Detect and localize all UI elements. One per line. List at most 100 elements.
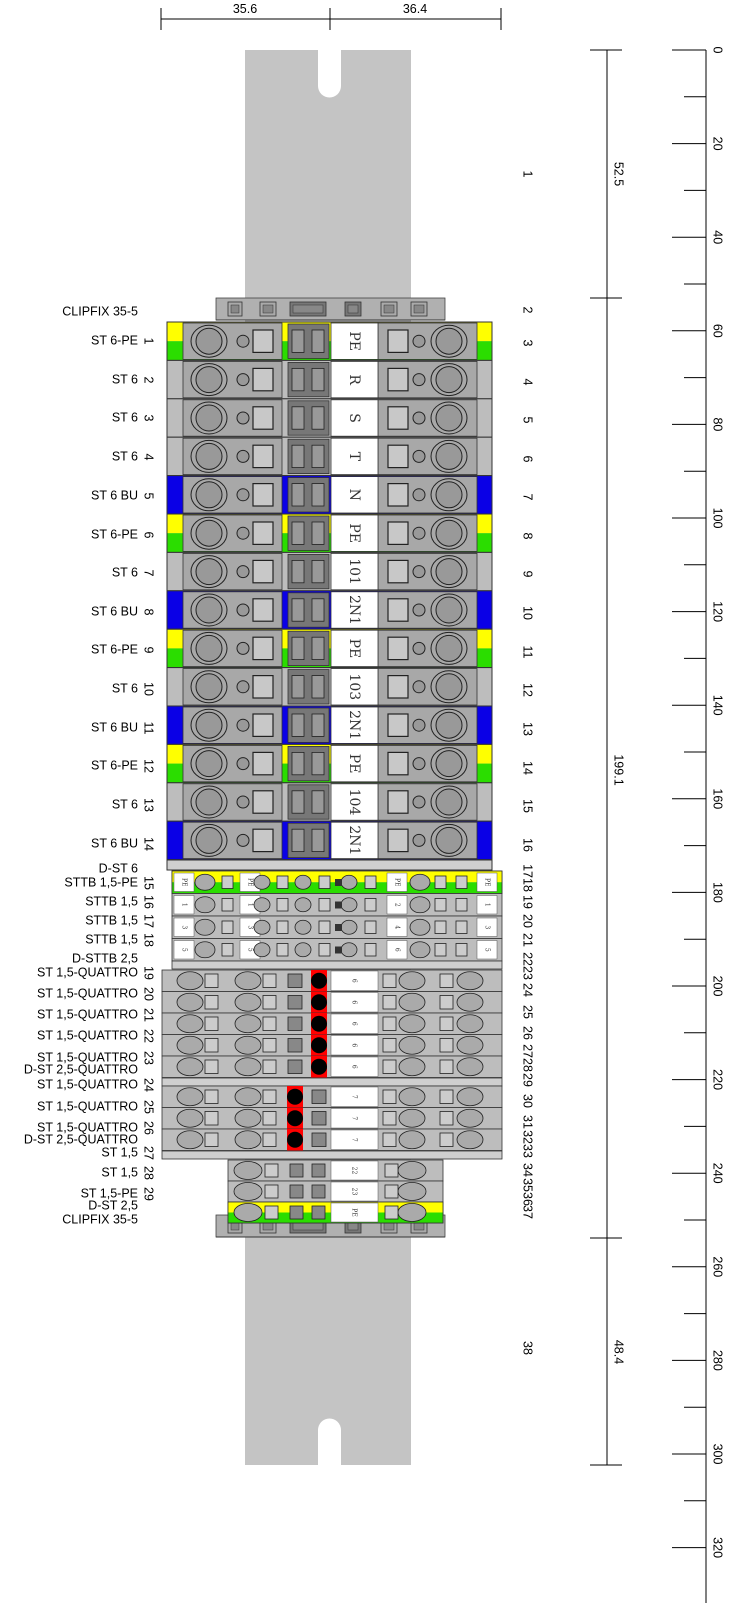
marker-tag: [330, 437, 379, 476]
ruler-tick-label: 320: [711, 1537, 725, 1558]
contact-dot: [412, 526, 426, 540]
quattro-clamp: [382, 1038, 397, 1053]
screw-head: [195, 442, 223, 470]
quattro-clamp: [439, 1059, 454, 1074]
position-number: 3536: [521, 1178, 535, 1206]
screw-head: [435, 788, 463, 816]
quattro-clamp: [382, 1059, 397, 1074]
clamp-square: [252, 444, 274, 469]
quattro-screw: [398, 992, 426, 1012]
position-number: 15: [521, 799, 535, 813]
st15-outline: [227, 1201, 444, 1224]
screw-outer: [430, 785, 468, 819]
contact-dot: [412, 833, 426, 847]
terminal-label: ST 6: [112, 449, 138, 463]
bridge-pin: [311, 521, 325, 545]
terminal-label-number: 26: [142, 1121, 156, 1135]
position-number: 20: [521, 914, 535, 928]
terminal-label: ST 6: [112, 797, 138, 811]
clipfix-part-inner: [262, 304, 274, 314]
screw-head: [435, 673, 463, 701]
st6-terminal: T: [166, 436, 493, 477]
screw-head: [195, 788, 223, 816]
sttb-marker: [173, 940, 195, 960]
screw-head: [435, 826, 463, 854]
terminal-label: ST 6 BU: [91, 604, 138, 618]
ruler-tick-label: 120: [711, 601, 725, 622]
screw-head: [195, 750, 223, 778]
screw-outer: [190, 439, 228, 473]
quattro-marker: [330, 992, 379, 1013]
rail-slot-bottom: [318, 1418, 341, 1465]
sttb-clamp: [364, 898, 377, 912]
st15-clamp: [384, 1205, 399, 1220]
terminal-label: CLIPFIX 35-5: [62, 304, 138, 318]
bridge-pin: [311, 444, 325, 469]
marker-text: 104: [346, 789, 362, 816]
marker-text: 2N1: [346, 825, 362, 855]
quattro-screw: [234, 1108, 262, 1128]
marker-tag: [330, 322, 379, 360]
quattro-screw: [398, 1130, 426, 1150]
st6-terminal: 2N1: [166, 705, 493, 745]
quattro-bridge: [287, 995, 303, 1010]
terminal-label: ST 1,5-QUATTRO: [37, 1007, 138, 1021]
quattro-screw: [176, 1087, 204, 1107]
st15-screw: [397, 1182, 427, 1201]
quattro-marker-text: 7: [351, 1095, 358, 1099]
quattro-screw: [176, 1014, 204, 1034]
quattro-marker-text: 7: [351, 1138, 358, 1142]
screw-outer: [190, 401, 228, 435]
clamp-square: [252, 751, 274, 776]
clamp-square: [387, 674, 409, 699]
clamp-square: [387, 367, 409, 392]
dim-vertical-value: 199.1: [612, 754, 626, 785]
quattro-marker: [330, 1129, 379, 1150]
screw-outer: [190, 631, 228, 665]
terminal-label: ST 6: [112, 410, 138, 424]
quattro-screw: [176, 1108, 204, 1128]
contact-dot: [236, 411, 250, 425]
bridge-pin: [311, 406, 325, 430]
sttb-marker: [386, 940, 408, 960]
quattro-screw: [176, 992, 204, 1012]
sttb-pin: [335, 879, 342, 886]
sttb-marker-text: 5: [484, 948, 491, 952]
terminal-label-number: 1: [142, 338, 156, 345]
st6-terminal: PE: [166, 743, 493, 784]
sttb-screw: [253, 897, 271, 913]
screw-head: [195, 519, 223, 547]
terminal-label: ST 1,5-QUATTRO: [37, 1077, 138, 1091]
quattro-clamp: [204, 1059, 219, 1074]
sttb-clamp: [455, 920, 468, 934]
sttb-clamp: [455, 943, 468, 957]
bridge-pin: [291, 675, 305, 699]
bridge-pin: [311, 483, 325, 507]
clipfix-top: [215, 297, 446, 321]
sttb-clamp: [364, 875, 377, 889]
sttb-clamp: [434, 943, 447, 957]
terminal-label-number: 4: [142, 454, 156, 461]
quattro-clamp: [439, 1132, 454, 1147]
clamp-square: [252, 790, 274, 814]
sttb-screw: [409, 918, 431, 936]
screw-head: [195, 826, 223, 854]
marker-tag: [330, 629, 379, 668]
quattro-clamp: [382, 995, 397, 1010]
quattro-clamp: [204, 1038, 219, 1053]
contact-dot: [236, 373, 250, 387]
marker-text: 101: [346, 558, 362, 585]
screw-outer: [430, 555, 468, 589]
screw-head: [195, 634, 223, 662]
screw-outer: [430, 439, 468, 473]
quattro-screw: [398, 1087, 426, 1107]
pe-green-band: [172, 882, 502, 894]
sttb-marker-text: 1: [247, 903, 254, 907]
sttb-screw: [253, 919, 271, 935]
quattro-clamp: [204, 1132, 219, 1147]
marker-text: PE: [346, 331, 362, 351]
sttb-clamp: [434, 875, 447, 889]
sttb-screw: [340, 919, 358, 935]
